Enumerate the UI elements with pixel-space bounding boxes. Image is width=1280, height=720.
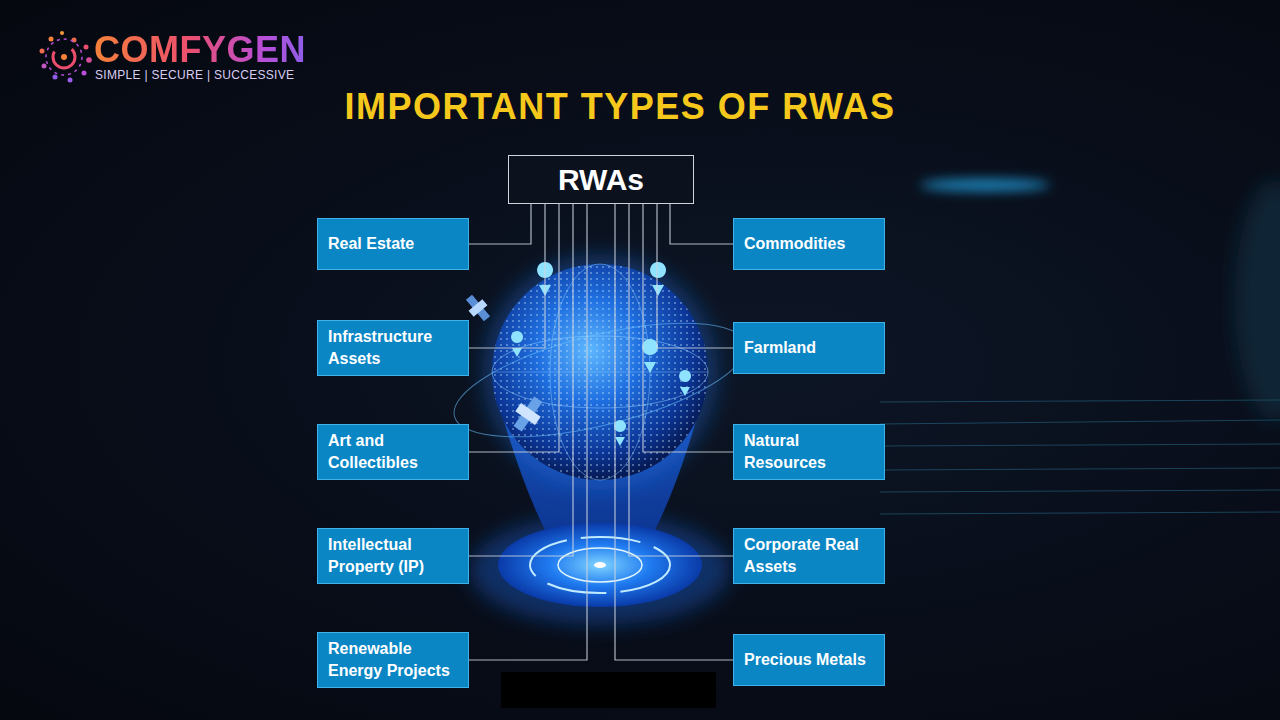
logo-ring [53, 46, 75, 68]
map-pin [679, 370, 691, 396]
category-box: Intellectual Property (IP) [317, 528, 469, 584]
category-box: Precious Metals [733, 634, 885, 686]
connector-line [643, 204, 733, 452]
satellite [508, 392, 548, 435]
connector-line [469, 204, 559, 452]
light-streak [880, 468, 1280, 470]
logo-dot [42, 64, 47, 69]
brand-name: COMFYGEN [94, 29, 306, 71]
map-pin [642, 339, 658, 373]
box-text: Natural Resources [744, 430, 876, 473]
orbit-ring [444, 300, 757, 460]
logo-dot [49, 37, 54, 42]
category-box: Farmland [733, 322, 885, 374]
globe-equator [492, 372, 708, 373]
box-text: Real Estate [328, 233, 460, 255]
logo-dot [40, 49, 45, 54]
logo-dot [60, 31, 64, 35]
projector-core [594, 562, 606, 568]
light-streak [880, 444, 1280, 446]
light-streak [880, 512, 1280, 514]
globe-glow [482, 254, 718, 490]
logo-dot [53, 75, 58, 80]
map-pin [511, 331, 523, 357]
connector-line [629, 204, 733, 556]
satellite-panel [514, 396, 543, 431]
satellite-panel [466, 295, 490, 322]
box-text: RWAs [558, 163, 644, 197]
projector-ring [530, 537, 670, 593]
satellite-body [515, 403, 540, 425]
light-streak [880, 490, 1280, 492]
map-pins [511, 262, 691, 446]
projector-base [498, 523, 702, 607]
box-text: Infrastructure Assets [328, 326, 460, 369]
logo-dot [86, 57, 92, 63]
box-text: Renewable Energy Projects [328, 638, 460, 681]
light-streaks [880, 400, 1280, 514]
connector-line [469, 204, 531, 244]
connector-line [469, 204, 573, 556]
globe [492, 264, 708, 480]
connector-line [670, 204, 733, 244]
category-box: Infrastructure Assets [317, 320, 469, 376]
box-text: Precious Metals [744, 649, 876, 671]
edge-glow [1235, 180, 1280, 420]
globe-dots [492, 264, 708, 480]
diagram-title: IMPORTANT TYPES OF RWAS [220, 86, 1020, 128]
globe-hologram [444, 254, 757, 625]
category-box: Renewable Energy Projects [317, 632, 469, 688]
light-streak [880, 400, 1280, 402]
category-box: Natural Resources [733, 424, 885, 480]
logo-dot [82, 71, 87, 76]
connector-line [657, 204, 733, 348]
category-box: Real Estate [317, 218, 469, 270]
logo-dot [84, 45, 89, 50]
satellite-body [469, 299, 488, 317]
logo-dot [61, 54, 67, 60]
category-box: Art and Collectibles [317, 424, 469, 480]
box-text: Intellectual Property (IP) [328, 534, 460, 577]
box-text: Farmland [744, 337, 876, 359]
logo-dot [68, 78, 73, 83]
globe-parallel [492, 336, 708, 408]
connector-line [469, 204, 587, 660]
connector-line [615, 204, 733, 660]
connector-line [469, 204, 545, 348]
category-box: Corporate Real Assets [733, 528, 885, 584]
box-text: Corporate Real Assets [744, 534, 876, 577]
light-streak [920, 179, 1050, 191]
brand-tagline: SIMPLE | SECURE | SUCCESSIVE [95, 68, 294, 82]
box-text: Art and Collectibles [328, 430, 460, 473]
root-box: RWAs [508, 155, 694, 204]
logo-mark [40, 31, 92, 83]
category-box: Commodities [733, 218, 885, 270]
base-glow [470, 515, 730, 625]
box-text: Commodities [744, 233, 876, 255]
logo-ring [46, 39, 82, 75]
map-pin [614, 420, 626, 446]
light-streak [880, 420, 1280, 424]
black-bar [501, 672, 716, 708]
map-pin [650, 262, 666, 296]
